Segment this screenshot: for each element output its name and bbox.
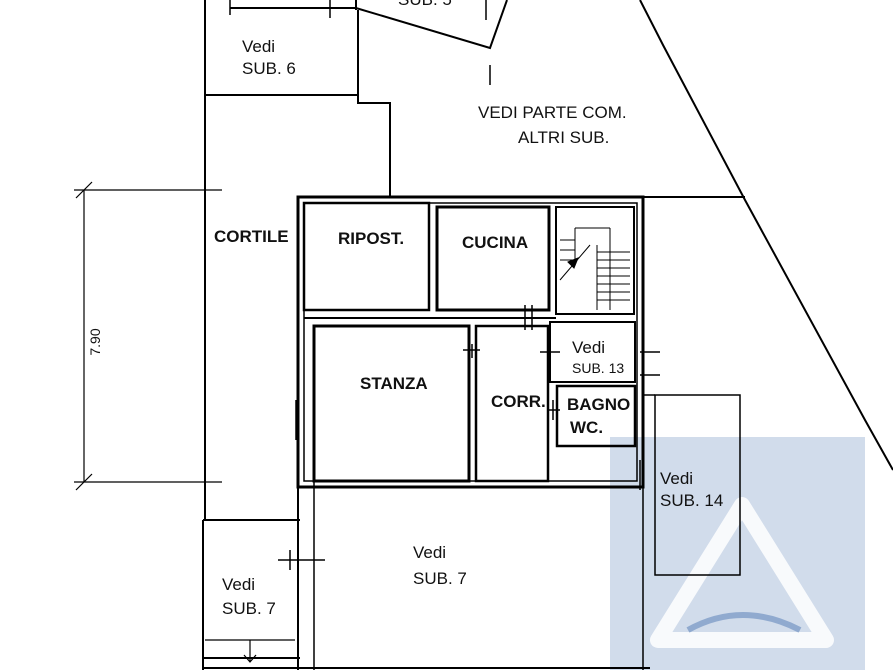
label-sub-5: SUB. 5 xyxy=(398,0,452,9)
room-label-corr: CORR. xyxy=(491,392,546,411)
label-vedi-sub6-line1: Vedi xyxy=(242,37,275,56)
label-cortile: CORTILE xyxy=(214,227,289,246)
dimension-label: 7.90 xyxy=(87,328,103,355)
label-vedi-sub13-line2: SUB. 13 xyxy=(572,360,624,376)
room-label-ripost: RIPOST. xyxy=(338,229,404,248)
wall-ticks xyxy=(229,0,660,570)
room-label-wc: WC. xyxy=(570,418,603,437)
label-vedi-sub7-center-line2: SUB. 7 xyxy=(413,569,467,588)
label-vedi-sub6-line2: SUB. 6 xyxy=(242,59,296,78)
staircase-icon xyxy=(559,227,630,310)
label-parte-com-line2: ALTRI SUB. xyxy=(518,128,609,147)
label-vedi-sub7-left-line2: SUB. 7 xyxy=(222,599,276,618)
room-label-cucina: CUCINA xyxy=(462,233,528,252)
label-vedi-sub7-center-line1: Vedi xyxy=(413,543,446,562)
room-label-bagno: BAGNO xyxy=(567,395,630,414)
label-vedi-sub7-left-line1: Vedi xyxy=(222,575,255,594)
entry-arrow-icon xyxy=(205,639,295,663)
dimension-line xyxy=(74,181,222,491)
label-vedi-sub14-line2: SUB. 14 xyxy=(660,491,723,510)
label-vedi-sub14-line1: Vedi xyxy=(660,469,693,488)
watermark-logo-icon xyxy=(610,437,865,670)
label-parte-com-line1: VEDI PARTE COM. xyxy=(478,103,627,122)
room-label-stanza: STANZA xyxy=(360,374,428,393)
apartment-walls xyxy=(296,195,741,670)
label-vedi-sub13-line1: Vedi xyxy=(572,338,605,357)
